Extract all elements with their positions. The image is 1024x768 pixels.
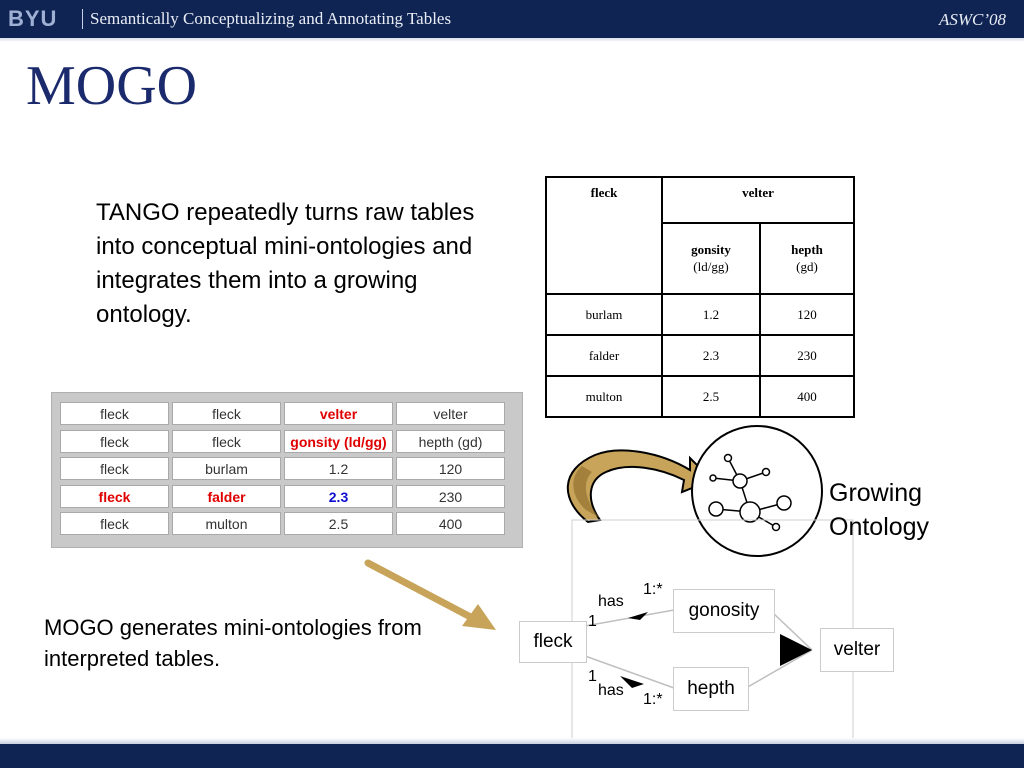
growing-label-line2: Ontology: [829, 513, 930, 541]
grid-cell: fleck: [60, 512, 169, 535]
footer-shadow: [0, 738, 1024, 744]
row-gonsity: 1.2: [661, 293, 761, 336]
grid-cell: hepth (gd): [396, 429, 505, 453]
grid-cell: 2.5: [284, 512, 393, 535]
diagonal-arrow-icon: [364, 559, 484, 626]
gonsity-unit: (ld/gg): [693, 259, 729, 275]
header-bar: BYU Semantically Conceptualizing and Ann…: [0, 0, 1024, 38]
agg-line-top: [771, 611, 813, 651]
grid-cell: fleck: [60, 429, 169, 453]
growing-ontology-label: Growing Ontology: [829, 476, 929, 544]
row-hepth: 230: [759, 334, 855, 377]
row-hepth: 120: [759, 293, 855, 336]
node-fleck: fleck: [519, 621, 587, 663]
node-velter: velter: [820, 628, 894, 672]
mini-ontology-frame: [571, 519, 854, 751]
edge-top-target-card: 1:*: [643, 581, 663, 598]
hepth-unit: (gd): [796, 259, 818, 275]
row-name: multon: [545, 375, 663, 418]
row-hepth: 400: [759, 375, 855, 418]
edge-top-line: [573, 609, 675, 629]
grid-cell: fleck: [172, 402, 281, 425]
curved-arrow-back-icon: [573, 466, 600, 518]
growing-label-line1: Growing: [829, 479, 923, 507]
grid-cell: fleck: [60, 484, 169, 508]
table-row: burlam 1.2 120: [545, 293, 855, 336]
row-gonsity: 2.5: [661, 375, 761, 418]
subheader-hepth: hepth (gd): [759, 221, 855, 295]
edge-top-label: has: [598, 593, 624, 610]
table-row: falder 2.3 230: [545, 334, 855, 377]
header-shadow: [0, 38, 1024, 42]
grid-cell: 230: [396, 484, 505, 508]
grid-cell: burlam: [172, 457, 281, 480]
hepth-name: hepth: [791, 242, 823, 258]
header-divider: [82, 9, 83, 29]
footer-bar: [0, 744, 1024, 768]
grid-cell: velter: [284, 402, 393, 425]
subheader-gonsity: gonsity (ld/gg): [661, 221, 761, 295]
edge-bottom-target-card: 1:*: [643, 691, 663, 708]
row-name: falder: [545, 334, 663, 377]
aggregation-triangle-icon: [780, 634, 812, 666]
node-hepth: hepth: [673, 667, 749, 711]
source-table: fleck velter gonsity (ld/gg) hepth (gd) …: [545, 176, 855, 418]
grid-cell: fleck: [60, 402, 169, 425]
diagonal-arrowhead-icon: [462, 604, 496, 630]
mogo-description: MOGO generates mini-ontologies from inte…: [44, 615, 422, 671]
curved-arrow-icon: [566, 449, 714, 524]
grid-cell: 1.2: [284, 457, 393, 480]
grid-cell: gonsity (ld/gg): [284, 429, 393, 453]
row-gonsity: 2.3: [661, 334, 761, 377]
presentation-title: Semantically Conceptualizing and Annotat…: [90, 9, 452, 28]
grid-cell: falder: [172, 484, 281, 508]
grid-cell: 2.3: [284, 484, 393, 508]
header-fleck: fleck: [545, 176, 663, 295]
row-name: burlam: [545, 293, 663, 336]
tango-description: TANGO repeatedly turns raw tables into c…: [96, 199, 475, 328]
edge-top-source-card: 1: [588, 613, 597, 630]
table-row: multon 2.5 400: [545, 375, 855, 418]
byu-logo: BYU: [8, 6, 58, 31]
grid-cell: multon: [172, 512, 281, 535]
grid-cell: velter: [396, 402, 505, 425]
gonsity-name: gonsity: [691, 242, 731, 258]
edge-bottom-line: [573, 651, 675, 689]
conference-label: ASWC’08: [938, 10, 1006, 29]
grid-cell: fleck: [172, 429, 281, 453]
growing-ontology-circle: [691, 425, 823, 557]
header-velter: velter: [661, 176, 855, 224]
edge-bottom-source-card: 1: [588, 668, 597, 685]
node-gonosity: gonosity: [673, 589, 775, 633]
ontology-graph-icon: [708, 453, 792, 532]
agg-line-bottom: [745, 649, 813, 689]
edge-bottom-label: has: [598, 682, 624, 699]
grid-cell: 400: [396, 512, 505, 535]
grid-cell: 120: [396, 457, 505, 480]
grid-cell: fleck: [60, 457, 169, 480]
bottom-reading-arrow-icon: [620, 676, 644, 688]
top-reading-arrow-icon: [628, 612, 648, 620]
slide-title: MOGO: [26, 55, 198, 117]
